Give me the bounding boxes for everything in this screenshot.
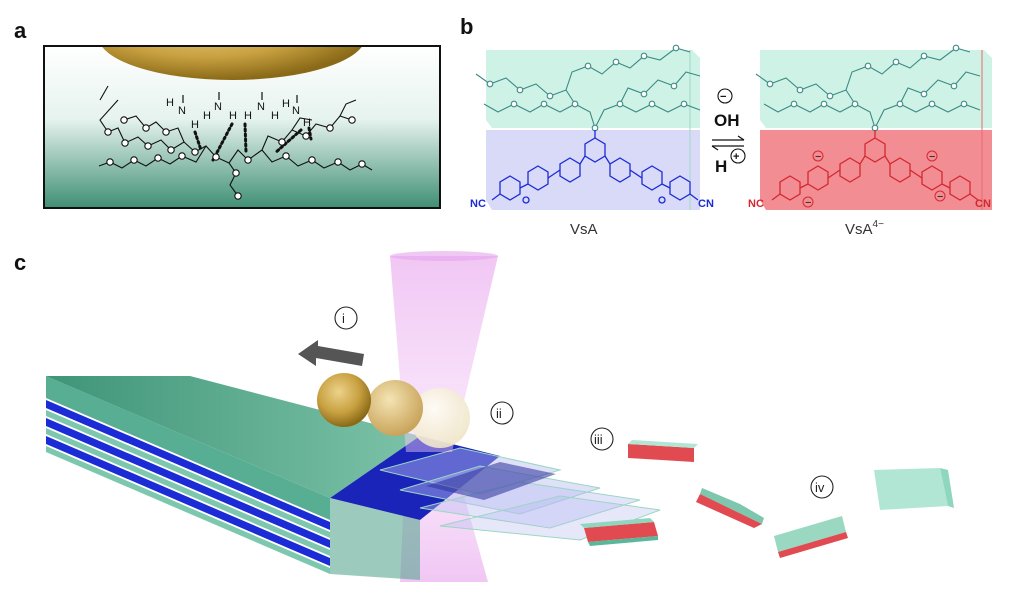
mid-sphere (367, 380, 423, 436)
amine-h: H (203, 110, 211, 122)
negative-charge: − (937, 191, 943, 203)
nitrile-label: NC (748, 198, 764, 210)
anion-core-rings (771, 130, 979, 201)
negative-charge: − (929, 151, 935, 163)
motion-arrow (298, 340, 364, 366)
vsa-label: VsA (570, 221, 598, 238)
amine-h: H (191, 119, 199, 131)
amine-h: H (229, 110, 237, 122)
peg-region-box (486, 50, 700, 128)
panel-b-letter: b (460, 14, 473, 39)
step-markers (334, 306, 834, 499)
step-iv: iv (815, 480, 825, 495)
amine-n: N (292, 105, 300, 117)
vsa4-label: VsA4− (845, 219, 884, 238)
amine-h: H (166, 97, 174, 109)
amine-h: H (303, 117, 311, 129)
anion-charges (802, 150, 946, 208)
proton-charge: + (733, 151, 739, 163)
gold-nanoparticle (102, 47, 362, 80)
vsa-neutral: NC CN VsA (470, 44, 714, 238)
hydroxide-charge: − (720, 91, 726, 103)
amine-groups (182, 92, 298, 103)
amine-h: H (282, 98, 290, 110)
hydroxide-label: OH (714, 111, 740, 130)
equilibrium: − OH H + (711, 88, 746, 176)
nitrile-label: NC (470, 198, 486, 210)
amine-h: H (271, 110, 279, 122)
oxygen-atoms (104, 116, 366, 200)
amine-n: N (214, 101, 222, 113)
panel-c: c (14, 250, 954, 582)
core-region-box (486, 130, 700, 210)
multilayer-strip (46, 376, 500, 580)
panel-a-letter: a (14, 18, 27, 43)
amine-n: N (178, 105, 186, 117)
proton-label: H (715, 157, 727, 176)
panel-b: b (460, 14, 992, 238)
vsa-core-rings (491, 130, 699, 204)
step-ii: ii (496, 406, 502, 421)
vsa-anion: − − − − NC CN VsA4− (748, 44, 992, 238)
negative-charge: − (805, 197, 811, 209)
nitrile-label: CN (975, 198, 991, 210)
amine-n: N (257, 101, 265, 113)
step-iii: iii (594, 432, 603, 447)
fragments (580, 440, 954, 558)
faded-sphere (410, 388, 470, 448)
peg-region-box (760, 50, 992, 128)
peeled-sheets (379, 447, 661, 541)
panel-a: a N N N N H H H H H H H H (14, 18, 441, 209)
nitrile-label: CN (698, 198, 714, 210)
step-i: i (342, 311, 345, 326)
gold-sphere (317, 373, 371, 427)
amine-h: H (244, 110, 252, 122)
probe-spheres (317, 373, 470, 448)
panel-c-letter: c (14, 250, 26, 275)
negative-charge: − (815, 151, 821, 163)
